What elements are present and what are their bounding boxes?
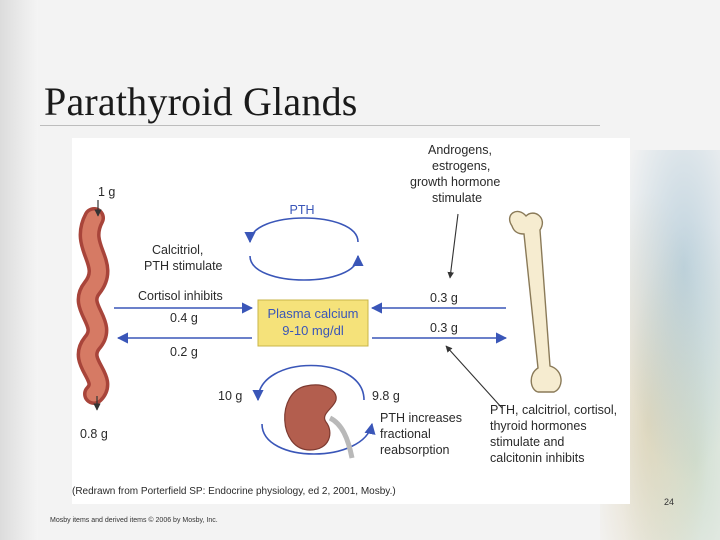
estrogens-label: estrogens, bbox=[432, 159, 490, 173]
pth-label: PTH bbox=[290, 203, 315, 217]
copyright-notice: Mosby items and derived items © 2006 by … bbox=[50, 517, 218, 524]
pth-cycle-lower-arrow bbox=[250, 256, 358, 280]
bone-regulators-line4: calcitonin inhibits bbox=[490, 451, 585, 465]
bone-regulators-line1: PTH, calcitriol, cortisol, bbox=[490, 403, 617, 417]
figure-caption: (Redrawn from Porterfield SP: Endocrine … bbox=[72, 486, 396, 497]
plasma-calcium-label: Plasma calcium bbox=[267, 306, 358, 321]
androgens-label: Androgens, bbox=[428, 143, 492, 157]
bone-regulator-arrow bbox=[446, 346, 502, 408]
reabsorption-label: reabsorption bbox=[380, 443, 450, 457]
bone-release-value: 0.3 g bbox=[430, 291, 458, 305]
left-decorative-strip bbox=[0, 0, 38, 540]
femur-illustration bbox=[510, 211, 561, 392]
kidney-filtered-value: 10 g bbox=[218, 389, 242, 403]
kidney-reabsorbed-value: 9.8 g bbox=[372, 389, 400, 403]
pth-cycle-upper-arrow bbox=[250, 218, 358, 242]
page-number: 24 bbox=[664, 497, 674, 507]
intestine-illustration bbox=[88, 218, 99, 394]
bone-regulators-line3: stimulate and bbox=[490, 435, 564, 449]
hormone-stimulate-arrow bbox=[450, 214, 458, 278]
intestine-output-label: 0.8 g bbox=[80, 427, 108, 441]
pth-stimulate-label: PTH stimulate bbox=[144, 259, 223, 273]
plasma-calcium-range: 9-10 mg/dl bbox=[282, 323, 344, 338]
bone-deposit-value: 0.3 g bbox=[430, 321, 458, 335]
intestine-intake-label: 1 g bbox=[98, 185, 115, 199]
title-divider bbox=[40, 125, 600, 126]
bone-regulators-line2: thyroid hormones bbox=[490, 419, 587, 433]
stimulate-label: stimulate bbox=[432, 191, 482, 205]
kidney-illustration bbox=[285, 385, 352, 458]
fractional-label: fractional bbox=[380, 427, 431, 441]
absorption-value-label: 0.4 g bbox=[170, 311, 198, 325]
calcium-balance-diagram: 1 g 0.8 g PTH Calcitriol, PTH stimulate … bbox=[72, 138, 630, 504]
growth-hormone-label: growth hormone bbox=[410, 175, 500, 189]
slide-title: Parathyroid Glands bbox=[44, 78, 358, 125]
pth-increases-label: PTH increases bbox=[380, 411, 462, 425]
cortisol-inhibits-label: Cortisol inhibits bbox=[138, 289, 223, 303]
calcitriol-label: Calcitriol, bbox=[152, 243, 203, 257]
secretion-value-label: 0.2 g bbox=[170, 345, 198, 359]
